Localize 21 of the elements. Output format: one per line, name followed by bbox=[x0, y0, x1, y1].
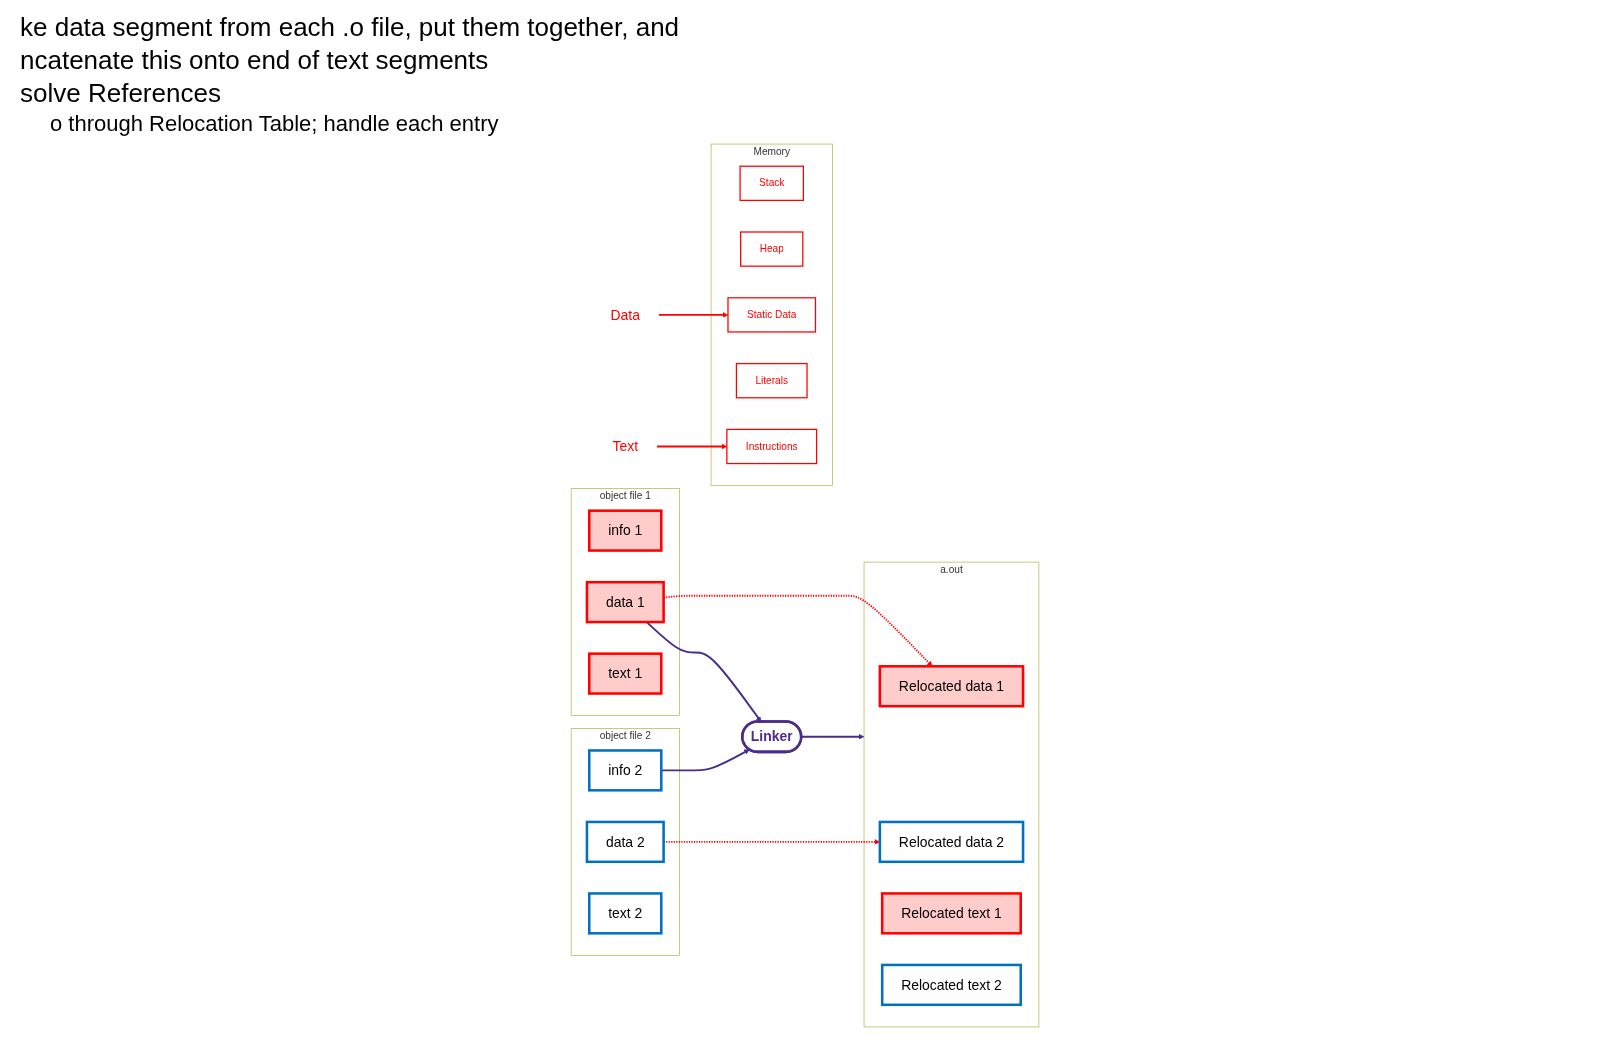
node-box: info 2 bbox=[588, 749, 663, 792]
bullet-text: o through Relocation Table; handle each entry bbox=[50, 111, 500, 137]
node-box: Stack bbox=[739, 165, 804, 201]
node-box: info 1 bbox=[588, 509, 663, 552]
bullet-text: ncatenate this onto end of text segments bbox=[20, 45, 490, 76]
node-text: Data bbox=[610, 306, 640, 323]
node-text: Text bbox=[612, 438, 639, 455]
node-box: Relocated text 2 bbox=[880, 963, 1022, 1007]
bullet-text: ke data segment from each .o file, put them together, and bbox=[20, 12, 681, 43]
bullet-text: solve References bbox=[20, 78, 222, 109]
node-box: data 1 bbox=[585, 580, 665, 624]
node-box: text 1 bbox=[588, 652, 663, 695]
node-box: Literals bbox=[735, 362, 808, 399]
node-box: data 2 bbox=[585, 820, 665, 864]
node-box: text 2 bbox=[588, 892, 663, 935]
node-box: Static Data bbox=[727, 297, 817, 333]
node-box: Relocated data 2 bbox=[878, 820, 1025, 864]
node-box: Relocated text 1 bbox=[880, 892, 1022, 935]
node-box: Instructions bbox=[726, 428, 818, 465]
node-box: Relocated data 1 bbox=[878, 665, 1025, 708]
node-box: Heap bbox=[740, 231, 804, 267]
